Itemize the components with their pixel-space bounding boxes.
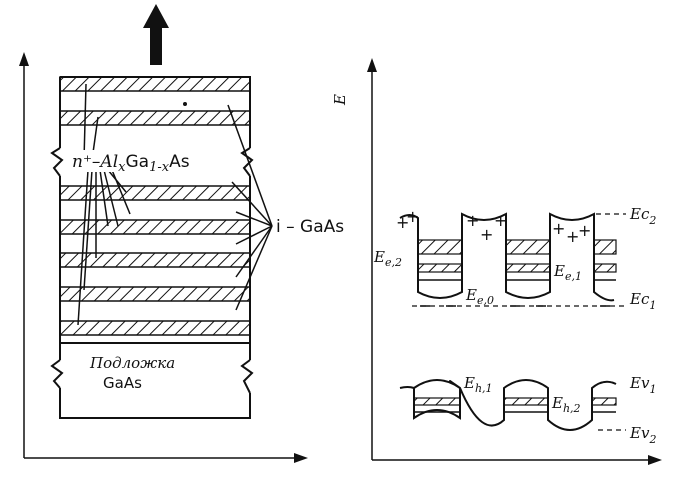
svg-text:+: +: [396, 213, 409, 232]
ev2-label: Ev2: [629, 424, 656, 446]
ee2-label-sub: e,2: [385, 256, 402, 269]
left-diagram: n⁺–AlxGa1-xAs i – GaAs Подложка GaAs: [19, 4, 344, 463]
algaas-label-x: x: [118, 160, 126, 175]
svg-text:+: +: [552, 219, 565, 238]
svg-text:+: +: [480, 225, 493, 244]
svg-text:+: +: [406, 207, 419, 226]
ec2-label-sub: 2: [648, 214, 656, 227]
left-axes: [19, 52, 308, 463]
algaas-pointer-lines: [77, 83, 131, 326]
ee1-label-main: E: [553, 262, 565, 280]
algaas-layers: [59, 76, 251, 336]
eh2-label-sub: h,2: [563, 402, 581, 415]
eh2-label-main: E: [551, 394, 563, 412]
ec1-label: Ec1: [629, 290, 656, 312]
algaas-label-ga: Ga: [125, 152, 149, 172]
algaas-label-n: n⁺–Al: [72, 152, 118, 172]
algaas-label: n⁺–AlxGa1-xAs: [72, 152, 190, 175]
algaas-label-as: As: [169, 152, 190, 172]
ee1-label-sub: e,1: [565, 270, 582, 283]
ev2-label-sub: 2: [648, 433, 656, 446]
eh2-label: Eh,2: [551, 394, 581, 415]
svg-text:+: +: [494, 211, 507, 230]
ec1-label-sub: 1: [649, 299, 656, 312]
ee0-label-main: E: [465, 286, 477, 304]
valence-band-profile: [399, 379, 617, 431]
ee0-label: Ee,0: [465, 286, 494, 307]
right-diagram: E + + + + + + + +: [331, 58, 662, 465]
ee2-label-main: E: [373, 248, 385, 266]
ec2-label: Ec2: [629, 205, 656, 227]
ee0-label-sub: e,0: [477, 294, 494, 307]
ec2-label-main: Ec: [629, 205, 650, 223]
valence-subbands: [413, 397, 617, 413]
positive-charges: + + + + + + + +: [396, 207, 591, 246]
ev1-label-sub: 1: [649, 383, 656, 396]
ee2-label: Ee,2: [373, 248, 402, 269]
ev1-label-main: Ev: [629, 374, 650, 392]
heterostructure-stack: [50, 76, 254, 419]
i-gaas-label: i – GaAs: [276, 217, 344, 237]
eh1-label: Eh,1: [463, 374, 493, 395]
algaas-label-bg: [66, 150, 226, 172]
emission-arrow-icon: [143, 4, 169, 65]
conduction-subbands: [417, 239, 617, 281]
ec1-label-main: Ec: [629, 290, 650, 308]
substrate-label-line2: GaAs: [103, 374, 142, 392]
ev2-label-main: Ev: [629, 424, 650, 442]
ev1-label: Ev1: [629, 374, 656, 396]
ee1-label: Ee,1: [553, 262, 582, 283]
algaas-label-1x: 1-x: [149, 160, 170, 175]
eh1-label-sub: h,1: [475, 382, 493, 395]
svg-text:+: +: [566, 227, 579, 246]
substrate-label-line1: Подложка: [89, 354, 175, 372]
gaas-pointer-lines: [227, 104, 273, 311]
svg-text:+: +: [578, 221, 591, 240]
eh1-label-main: E: [463, 374, 475, 392]
right-axes: [367, 58, 662, 465]
svg-text:+: +: [466, 211, 479, 230]
energy-axis-label: E: [331, 94, 349, 106]
